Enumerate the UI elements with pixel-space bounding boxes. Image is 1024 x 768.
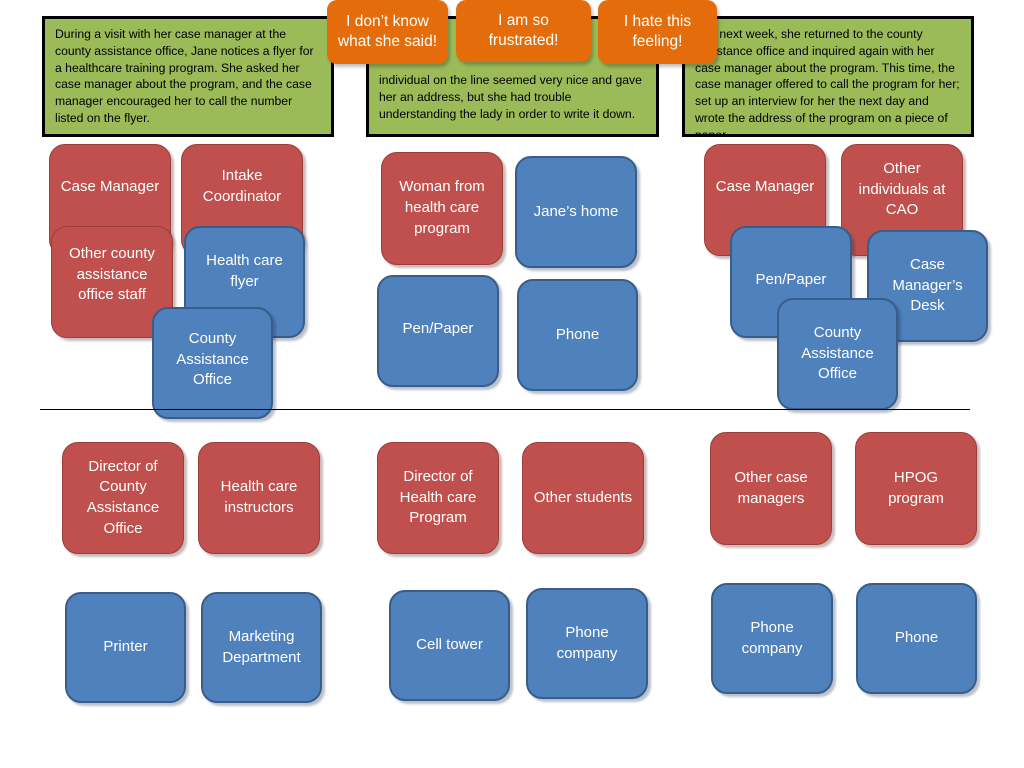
story-text: The next week, she returned to the count… bbox=[695, 27, 960, 137]
callout-dont-know: I don’t know what she said! bbox=[327, 0, 448, 64]
person-box-other-students: Other students bbox=[522, 442, 644, 554]
person-box-instructors: Health care instructors bbox=[198, 442, 320, 554]
divider-line bbox=[40, 409, 970, 410]
person-box-director-program: Director of Health care Program bbox=[377, 442, 499, 554]
callout-frustrated: I am so frustrated! bbox=[456, 0, 591, 62]
thing-box-pen-paper: Pen/Paper bbox=[377, 275, 499, 387]
story-box-visit: During a visit with her case manager at … bbox=[42, 16, 334, 137]
thing-box-phone-company: Phone company bbox=[526, 588, 648, 699]
thing-box-case-manager-desk: Case Manager’s Desk bbox=[867, 230, 988, 342]
person-box-hpog: HPOG program bbox=[855, 432, 977, 545]
thing-box-phone: Phone bbox=[517, 279, 638, 391]
thing-box-phone-company: Phone company bbox=[711, 583, 833, 694]
thing-box-janes-home: Jane’s home bbox=[515, 156, 637, 268]
person-box-woman: Woman from health care program bbox=[381, 152, 503, 265]
person-box-director-cao: Director of County Assistance Office bbox=[62, 442, 184, 554]
callout-hate-feeling: I hate this feeling! bbox=[598, 0, 717, 64]
thing-box-phone: Phone bbox=[856, 583, 977, 694]
thing-box-county-office: County Assistance Office bbox=[152, 307, 273, 419]
person-box-other-staff: Other county assistance office staff bbox=[51, 226, 173, 338]
story-box-return-visit: The next week, she returned to the count… bbox=[682, 16, 974, 137]
thing-box-cell-tower: Cell tower bbox=[389, 590, 510, 701]
thing-box-printer: Printer bbox=[65, 592, 186, 703]
story-text: During a visit with her case manager at … bbox=[55, 27, 314, 126]
story-text: individual on the line seemed very nice … bbox=[379, 73, 642, 121]
person-box-other-case-managers: Other case managers bbox=[710, 432, 832, 545]
thing-box-marketing: Marketing Department bbox=[201, 592, 322, 703]
thing-box-county-office: County Assistance Office bbox=[777, 298, 898, 410]
